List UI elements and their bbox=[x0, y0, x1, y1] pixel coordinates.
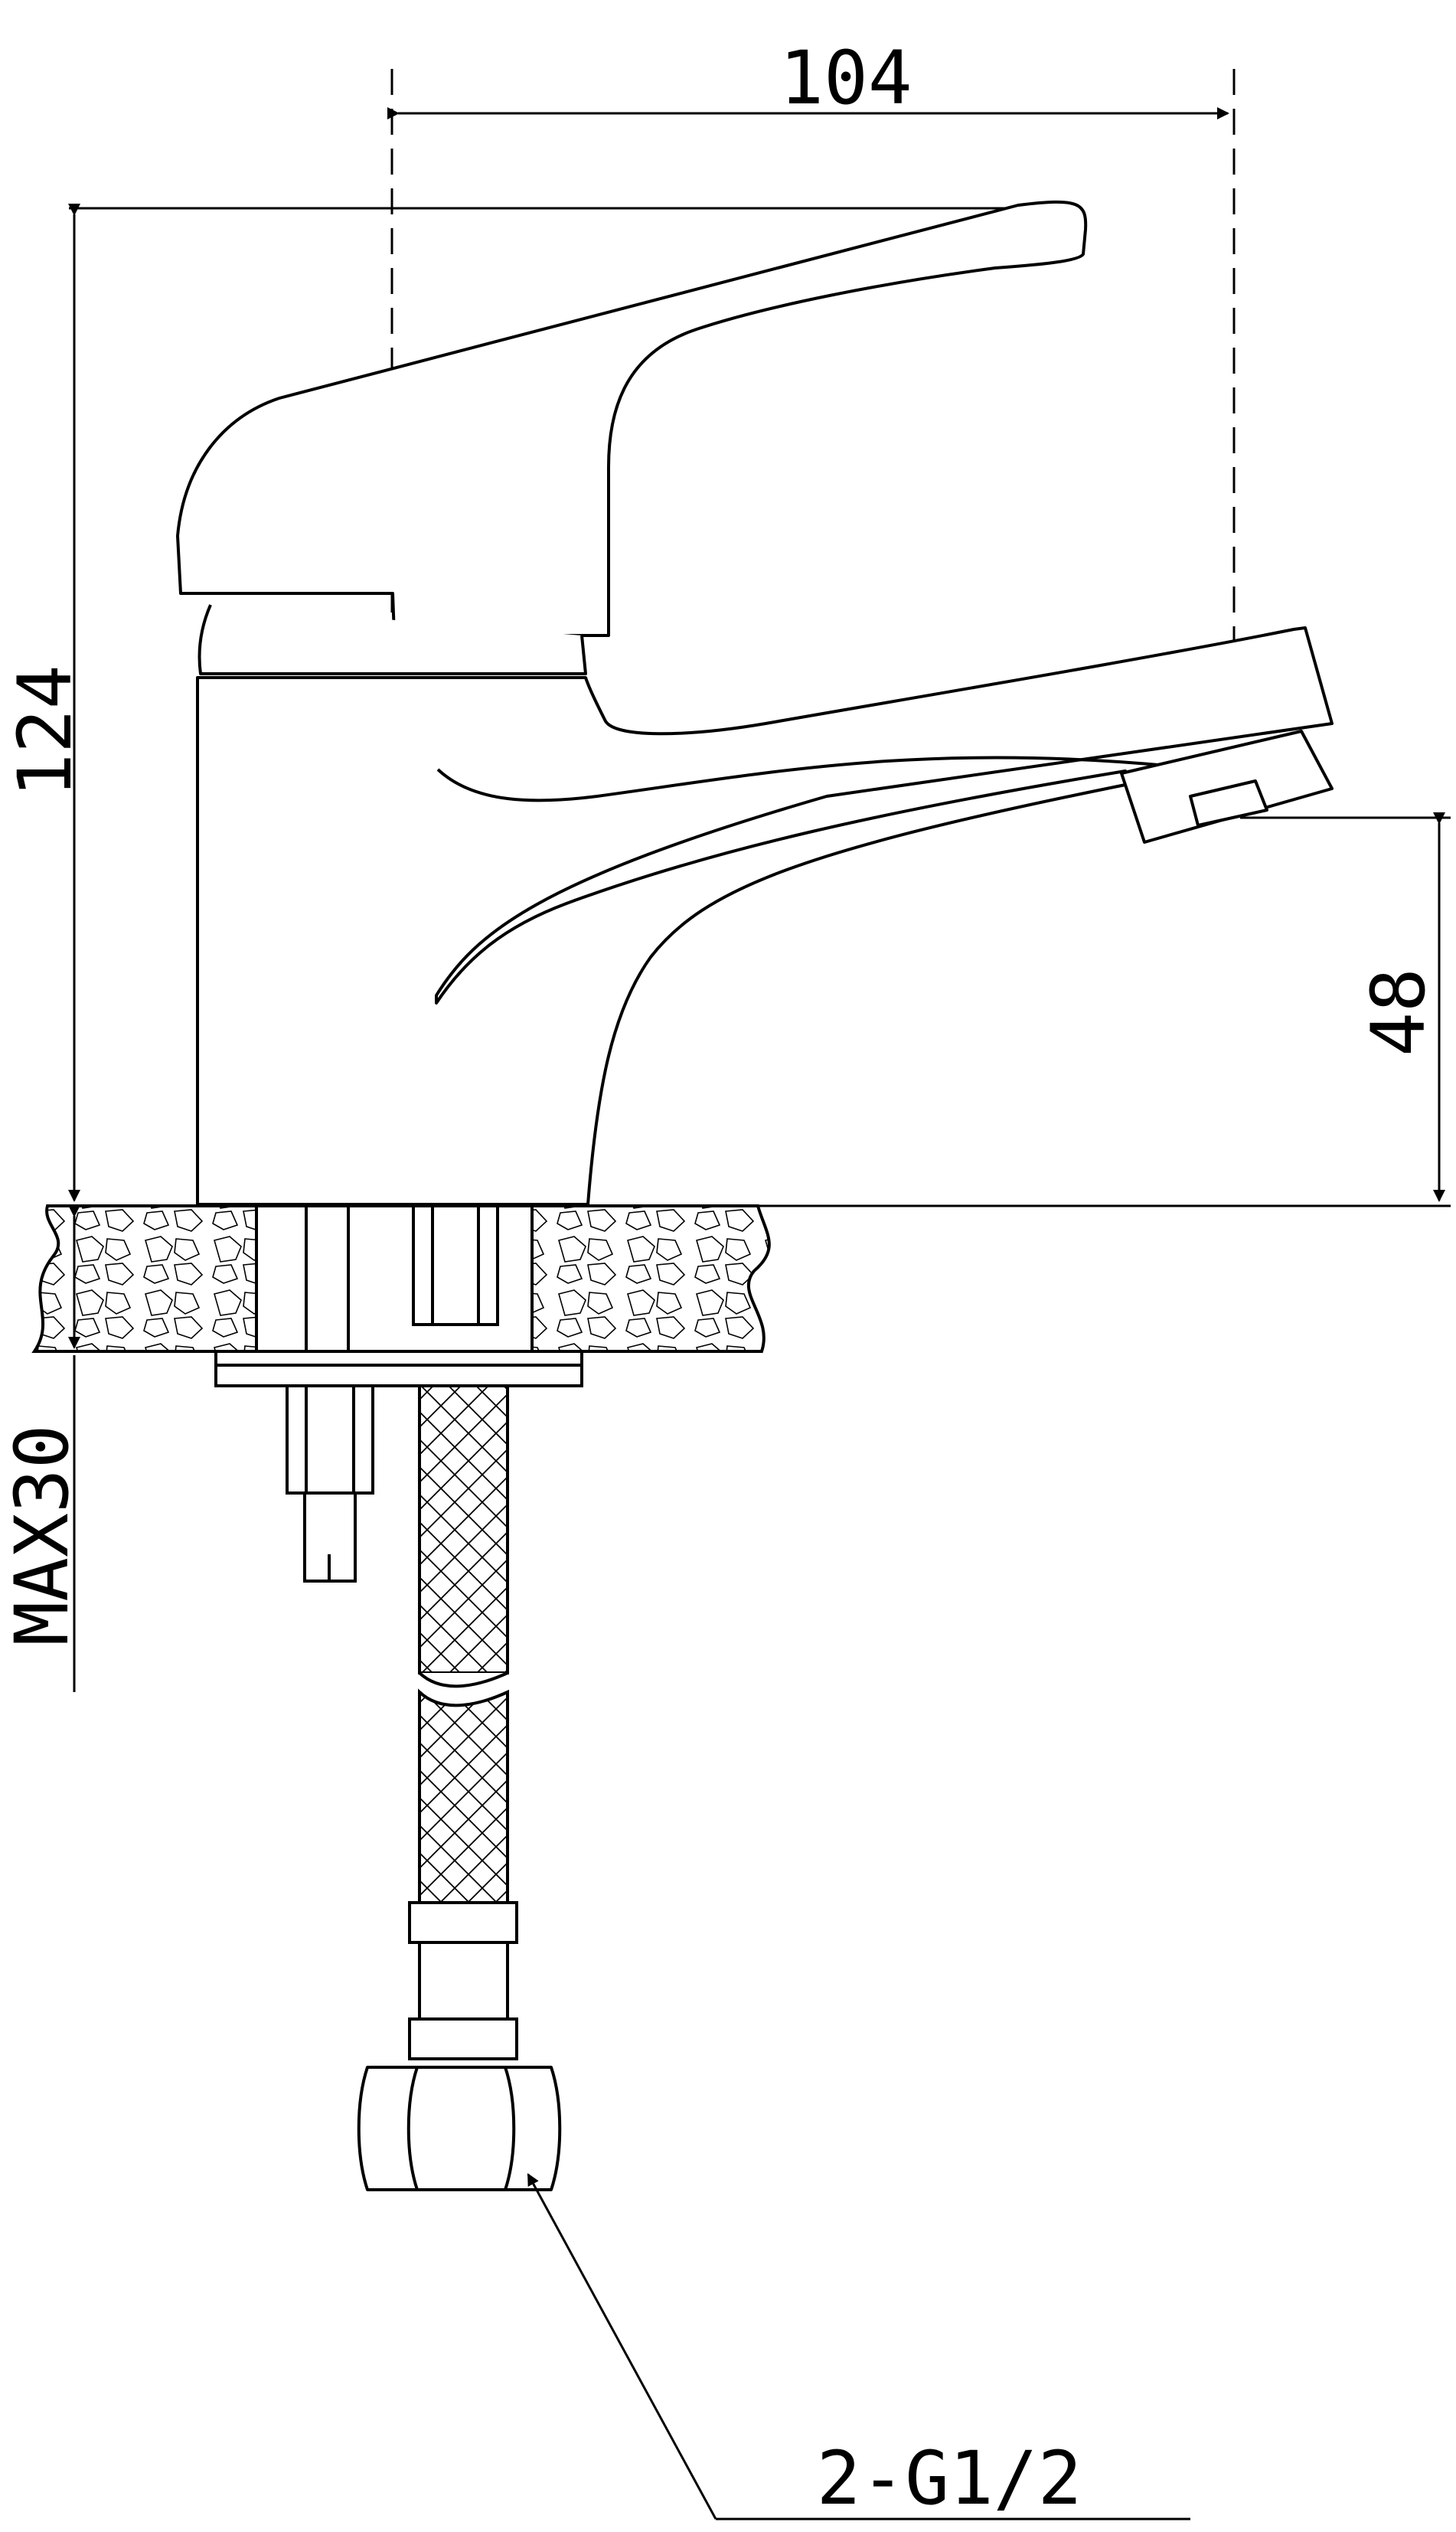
height-dimension-label: 124 bbox=[2, 665, 88, 797]
connection-callout-label: 2-G1/2 bbox=[817, 2436, 1082, 2521]
faucet-body bbox=[196, 626, 1334, 1206]
hose-fittings bbox=[408, 1901, 518, 2060]
width-dimension-label: 104 bbox=[779, 35, 912, 121]
counter-thickness-label: MAX30 bbox=[0, 1425, 85, 1646]
aerator bbox=[1120, 730, 1334, 844]
faucet-handle bbox=[176, 200, 1088, 675]
spout-height-label: 48 bbox=[1356, 968, 1441, 1057]
flexible-hose-upper bbox=[418, 1384, 509, 1688]
mounting-stud bbox=[286, 1384, 374, 1583]
mounting-washer bbox=[214, 1350, 583, 1387]
countertop-section bbox=[31, 1204, 771, 1353]
flexible-hose-lower bbox=[418, 1688, 509, 1904]
connection-callout-leader bbox=[527, 2173, 1190, 2521]
spout-height-dimension bbox=[628, 812, 1451, 1207]
connection-nut bbox=[357, 2066, 562, 2191]
height-dimension bbox=[68, 204, 1079, 1202]
